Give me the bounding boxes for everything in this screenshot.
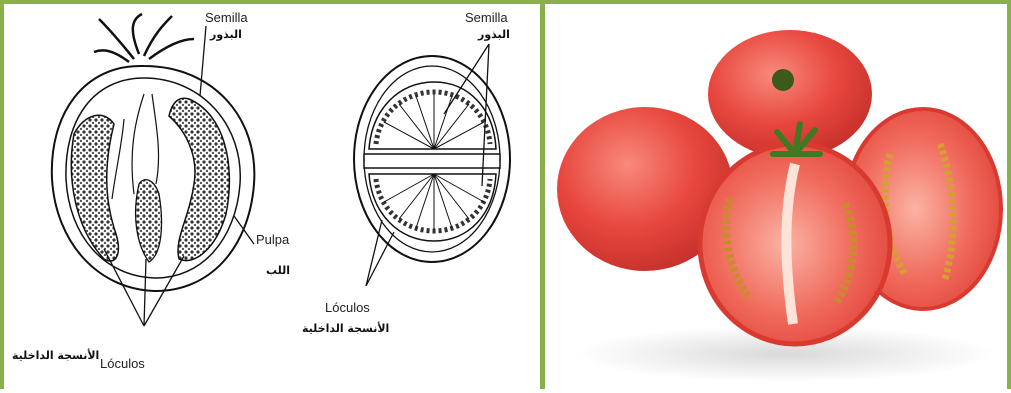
label-semilla-left-ar: البذور xyxy=(210,28,242,41)
tomato-diagram-svg xyxy=(4,4,544,393)
label-pulpa-ar: اللب xyxy=(266,264,290,277)
tomato-back xyxy=(708,30,872,158)
label-semilla-left: Semilla xyxy=(205,10,248,25)
label-loculos-right-ar: الأنسجة الداخلية xyxy=(302,322,389,335)
calyx-sepals xyxy=(94,14,194,62)
label-loculos-right: Lóculos xyxy=(325,300,370,315)
label-loculos-left-ar: الأنسجة الداخلية xyxy=(12,349,99,362)
cross-septum xyxy=(364,154,500,168)
label-pulpa: Pulpa xyxy=(256,232,289,247)
label-loculos-left: Lóculos xyxy=(100,356,145,371)
tomato-photo xyxy=(545,4,1007,389)
cross-section xyxy=(354,44,510,286)
label-semilla-right-ar: البذور xyxy=(478,28,510,41)
longitudinal-section xyxy=(52,14,255,326)
frame-border-right xyxy=(1007,0,1011,389)
tomato-back-stem xyxy=(772,69,794,91)
label-semilla-right: Semilla xyxy=(465,10,508,25)
